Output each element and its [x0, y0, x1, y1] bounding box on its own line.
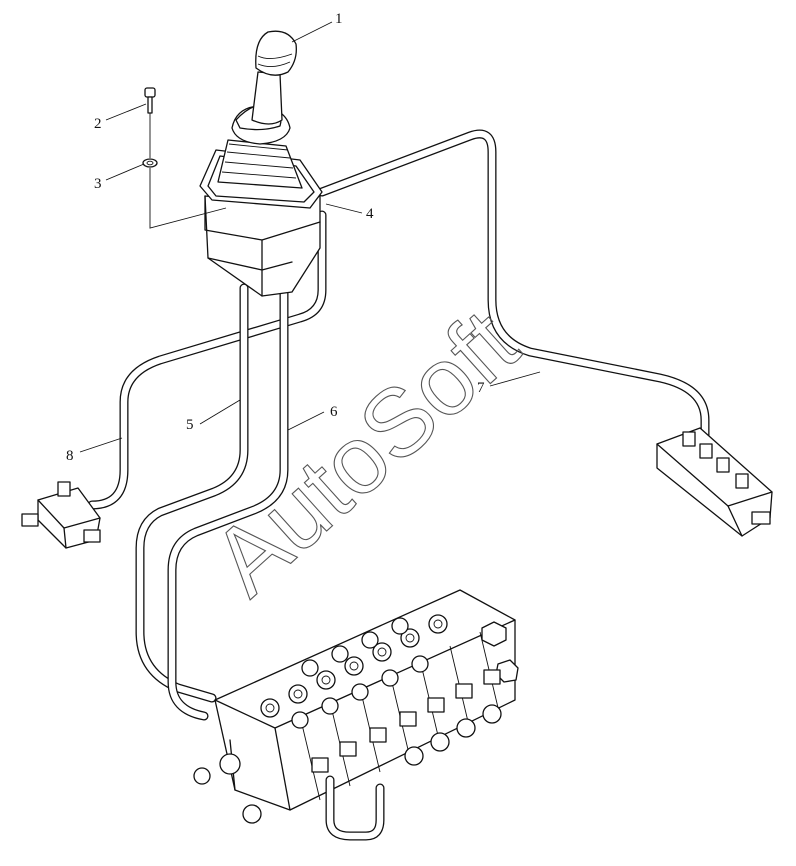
callout-2: 2	[94, 116, 102, 132]
callout-8: 8	[66, 448, 74, 464]
hose-5	[135, 283, 249, 703]
hose-7	[317, 129, 710, 455]
control-valve-block	[193, 589, 519, 841]
hose-8	[87, 210, 327, 510]
callout-leaders	[79, 21, 541, 453]
right-manifold	[656, 427, 773, 537]
mounting-leader	[149, 168, 227, 229]
joystick-assembly	[199, 30, 323, 297]
callout-3: 3	[94, 176, 102, 192]
callout-4: 4	[366, 206, 374, 222]
bolt	[144, 87, 156, 158]
callout-1: 1	[335, 11, 343, 27]
left-tee	[21, 481, 101, 549]
washer	[142, 158, 158, 168]
callout-6: 6	[330, 404, 338, 420]
callout-7: 7	[477, 380, 485, 396]
callout-5: 5	[186, 417, 194, 433]
hose-6	[167, 285, 289, 721]
